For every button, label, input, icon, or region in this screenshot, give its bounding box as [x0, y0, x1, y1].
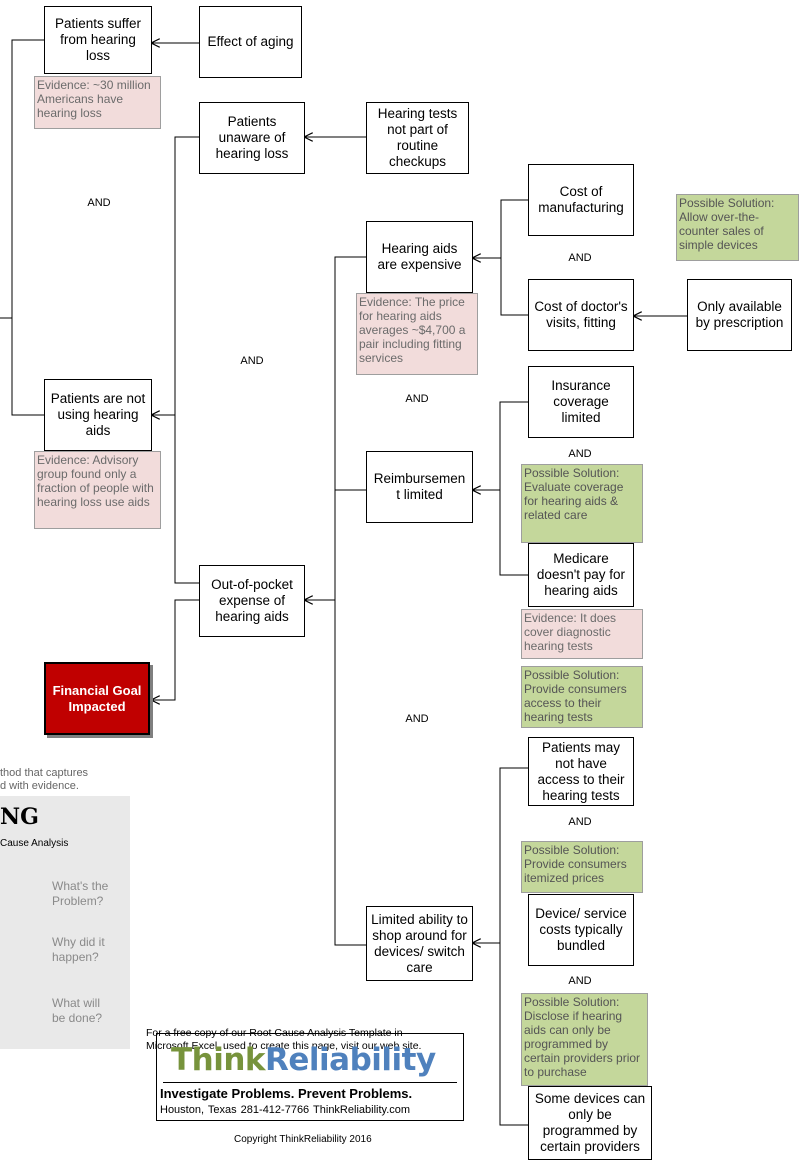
logo-think-text: Think [171, 1042, 266, 1078]
box-cost-of-doctor-visits: Cost of doctor's visits, fitting [528, 279, 634, 351]
box-patients-suffer-hearing-loss: Patients suffer from hearing loss [44, 6, 152, 74]
panel-question-done: What will be done? [52, 996, 103, 1025]
panel-partial-line-1: thod that captures [0, 767, 89, 779]
thinkreliability-logo: ThinkReliability [171, 1042, 436, 1078]
box-cost-of-manufacturing: Cost of manufacturing [528, 164, 634, 236]
box-only-by-prescription: Only available by prescription [687, 279, 792, 351]
box-limited-ability-to-shop: Limited ability to shop around for devic… [366, 906, 473, 981]
side-panel [0, 796, 130, 1049]
panel-subtitle: Cause Analysis [0, 838, 69, 849]
box-insurance-coverage-limited: Insurance coverage limited [528, 366, 634, 438]
box-no-access-to-tests: Patients may not have access to their he… [528, 737, 634, 806]
box-effect-of-aging: Effect of aging [199, 6, 302, 78]
box-costs-bundled: Device/ service costs typically bundled [528, 894, 634, 966]
box-medicare-doesnt-pay: Medicare doesn't pay for hearing aids [528, 543, 634, 607]
and-label: AND [87, 197, 111, 209]
box-hearing-tests-not-routine: Hearing tests not part of routine checku… [366, 102, 469, 174]
and-label: AND [240, 355, 264, 367]
and-label: AND [405, 393, 429, 405]
solution-over-the-counter: Possible Solution: Allow over-the-counte… [676, 194, 799, 261]
box-certain-providers-only: Some devices can only be programmed by c… [528, 1086, 652, 1160]
evidence-30-million: Evidence: ~30 million Americans have hea… [34, 76, 161, 129]
panel-question-problem: What's the Problem? [52, 879, 109, 908]
solution-evaluate-coverage: Possible Solution: Evaluate coverage for… [521, 464, 643, 543]
and-label: AND [405, 713, 429, 725]
and-label: AND [568, 816, 592, 828]
panel-partial-text: thod that captures d with evidence. [0, 767, 88, 793]
box-patients-not-using-aids: Patients are not using hearing aids [44, 379, 152, 451]
logo-divider [163, 1082, 457, 1083]
logo-reliability-text: Reliability [265, 1042, 436, 1078]
box-patients-unaware: Patients unaware of hearing loss [199, 102, 305, 174]
box-out-of-pocket-expense: Out-of-pocket expense of hearing aids [199, 565, 305, 637]
box-reimbursement-limited: Reimbursemen t limited [366, 451, 473, 523]
and-label: AND [568, 252, 592, 264]
panel-partial-line-2: d with evidence. [0, 780, 79, 792]
evidence-price: Evidence: The price for hearing aids ave… [356, 293, 478, 375]
tagline: Investigate Problems. Prevent Problems. [160, 1086, 413, 1101]
panel-question-why: Why did it happen? [52, 935, 105, 964]
copyright: Copyright ThinkReliability 2016 [234, 1134, 372, 1145]
solution-itemized-prices: Possible Solution: Provide consumers ite… [521, 841, 643, 893]
panel-brand-partial: NG [0, 804, 39, 830]
financial-goal-impacted: Financial Goal Impacted [44, 662, 150, 735]
solution-access-to-tests: Possible Solution: Provide consumers acc… [521, 666, 643, 728]
and-label: AND [568, 448, 592, 460]
promo-line-2: Microsoft Excel, used to create this pag… [146, 1040, 422, 1052]
contact-info: Houston, Texas 281-412-7766 ThinkReliabi… [160, 1104, 411, 1116]
evidence-advisory-group: Evidence: Advisory group found only a fr… [34, 451, 161, 529]
solution-disclose-providers: Possible Solution: Disclose if hearing a… [521, 993, 648, 1086]
evidence-diagnostic-tests: Evidence: It does cover diagnostic heari… [521, 609, 643, 659]
thinkreliability-logo-box[interactable]: ThinkReliability Investigate Problems. P… [156, 1033, 464, 1121]
box-hearing-aids-expensive: Hearing aids are expensive [366, 221, 473, 293]
and-label: AND [568, 975, 592, 987]
